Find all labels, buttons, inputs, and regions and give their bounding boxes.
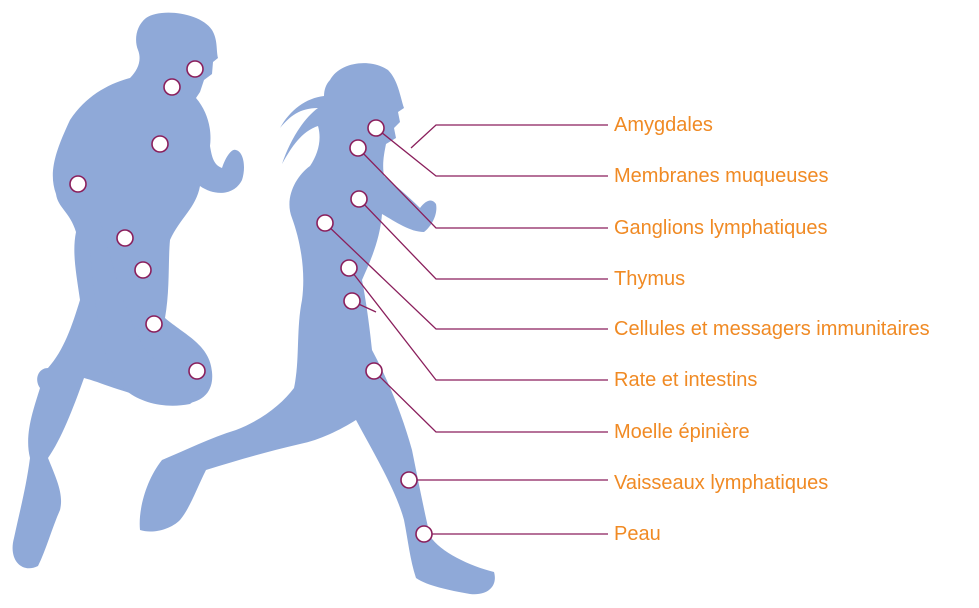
male-runner-silhouette [13,13,244,569]
female-marker [350,140,366,156]
male-marker [189,363,205,379]
female-marker [351,191,367,207]
label-rate-et-intestins: Rate et intestins [614,368,757,392]
label-thymus: Thymus [614,267,685,291]
female-marker [416,526,432,542]
label-cellules-et-messagers-immunitaires: Cellules et messagers immunitaires [614,317,930,341]
label-vaisseaux-lymphatiques: Vaisseaux lymphatiques [614,471,828,495]
male-marker [164,79,180,95]
male-marker [187,61,203,77]
label-peau: Peau [614,522,661,546]
female-marker [344,293,360,309]
label-ganglions-lymphatiques: Ganglions lymphatiques [614,216,827,240]
female-marker [401,472,417,488]
male-marker [152,136,168,152]
female-marker [341,260,357,276]
label-moelle-epiniere: Moelle épinière [614,420,750,444]
female-marker [368,120,384,136]
leader-line-rate-et-intestins [349,268,608,380]
label-membranes-muqueuses: Membranes muqueuses [614,164,829,188]
male-marker [135,262,151,278]
leader-line-amygdales [411,125,608,148]
male-marker [146,316,162,332]
female-marker [366,363,382,379]
female-marker [317,215,333,231]
label-amygdales: Amygdales [614,113,713,137]
leader-line-membranes-muqueuses [376,128,608,176]
male-marker [117,230,133,246]
male-marker [70,176,86,192]
